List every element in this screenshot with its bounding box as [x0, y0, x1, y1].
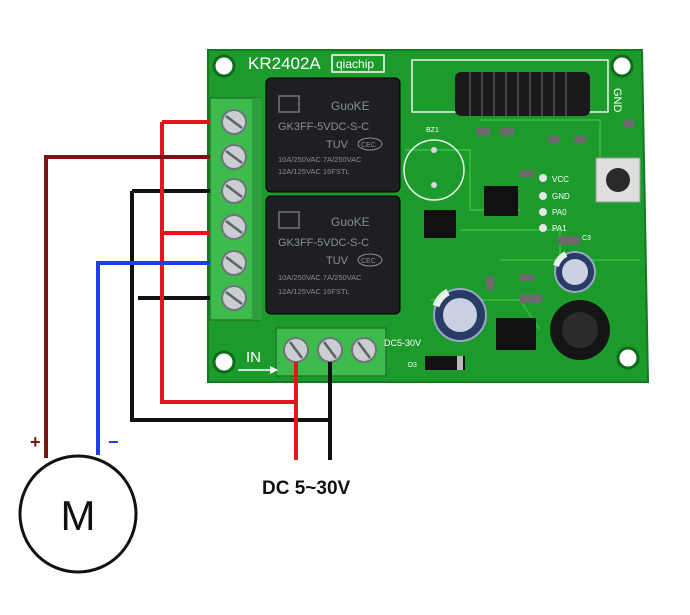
cap-label: C3	[582, 235, 591, 242]
terminal-screws	[221, 109, 247, 311]
relay-1-cert: TUV	[326, 139, 349, 151]
relay-1-brand: GuoKE	[331, 99, 370, 113]
buzzer-label: BZ1	[426, 127, 439, 134]
smd-components	[476, 120, 634, 303]
pin-label-pa1: PA1	[552, 224, 567, 233]
relay-2: GuoKE GK3FF-5VDC-S-C TUV CEC 10A/250VAC …	[265, 195, 401, 315]
motor-negative-wire	[96, 261, 210, 455]
relay-1-rating-1: 10A/250VAC 7A/250VAC	[278, 155, 362, 164]
motor-body	[18, 454, 138, 574]
pin-label-vcc: VCC	[552, 175, 569, 184]
motor: M + −	[18, 432, 138, 574]
motor-positive-wire	[44, 155, 210, 458]
antenna-coil	[455, 72, 590, 116]
relay-1-cert-badge: CEC	[361, 142, 376, 149]
diode: D3	[408, 356, 465, 370]
ic-chip	[496, 318, 536, 350]
motor-plus-label: +	[30, 432, 41, 452]
in-arrowhead	[270, 366, 278, 374]
buzzer: BZ1	[403, 127, 465, 201]
relay-2-cert-badge: CEC	[361, 258, 376, 265]
mounting-hole	[212, 54, 236, 78]
relay-1-part: GK3FF-5VDC-S-C	[278, 121, 369, 133]
black-wire-supply	[130, 189, 332, 460]
capacitor-small	[553, 251, 596, 293]
board-model-label: KR2402A	[248, 54, 321, 73]
board-brand-label: qiachip	[336, 57, 374, 71]
power-supply-label: DC 5~30V	[262, 478, 351, 499]
relay-1-rating-2: 12A/125VAC 16FSTL	[278, 167, 350, 176]
relay-2-brand: GuoKE	[331, 215, 370, 229]
pin-label-gnd: GND	[552, 192, 570, 201]
output-terminal-block	[209, 97, 262, 321]
coil-windings	[469, 72, 567, 116]
inductor	[550, 300, 610, 360]
relay-2-rating-1: 10A/250VAC 7A/250VAC	[278, 273, 362, 282]
relay-2-cert: TUV	[326, 255, 349, 267]
mounting-hole	[610, 54, 634, 78]
relay-2-rating-2: 12A/125VAC 16FSTL	[278, 287, 350, 296]
header-pins	[539, 174, 547, 232]
dc-board-label: DC5-30V	[384, 338, 421, 348]
motor-label: M	[61, 492, 96, 539]
in-label: IN	[246, 349, 261, 366]
ic-chip	[424, 210, 456, 238]
mounting-hole	[616, 346, 640, 370]
gnd-side-label: GND	[611, 88, 623, 113]
brand-box	[331, 54, 385, 73]
ic-chip	[484, 186, 518, 216]
pair-button	[595, 157, 641, 203]
relay-board: KR2402A qiachip GND GuoKE GK3FF-5VDC-S-C…	[207, 49, 650, 383]
relay-1: GuoKE GK3FF-5VDC-S-C TUV CEC 10A/250VAC …	[265, 77, 401, 193]
mounting-hole	[212, 350, 236, 374]
wiring	[44, 120, 332, 460]
diode-label: D3	[408, 362, 417, 369]
capacitor-large	[432, 288, 487, 342]
pin-label-pa0: PA0	[552, 208, 567, 217]
motor-minus-label: −	[108, 432, 119, 452]
relay-2-part: GK3FF-5VDC-S-C	[278, 237, 369, 249]
